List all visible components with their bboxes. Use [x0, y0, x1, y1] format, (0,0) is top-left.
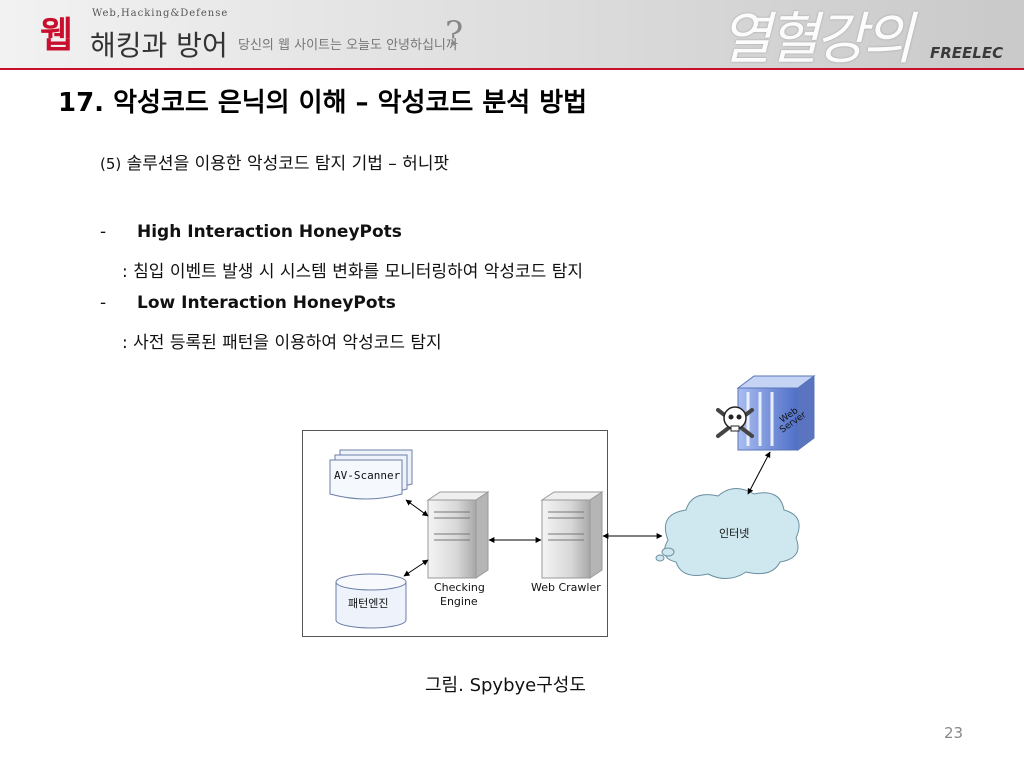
- page-number: 23: [944, 724, 964, 742]
- internet-cloud-icon: [655, 488, 800, 579]
- figure-caption: 그림. Spybye구성도: [425, 675, 586, 696]
- web-server-label-line1: Web: [778, 406, 800, 426]
- logo-subtitle: Web,Hacking&Defense: [92, 8, 229, 19]
- publisher-logo: FREELEC: [930, 44, 1004, 62]
- brush-calligraphy: 열혈강의: [720, 7, 914, 68]
- logo-web-mark: 웹: [40, 15, 73, 56]
- subtitle-text: 솔루션을 이용한 악성코드 탐지 기법 – 허니팟: [126, 154, 450, 174]
- skull-crossbones-icon: [716, 406, 754, 438]
- item-desc-high: : 침입 이벤트 발생 시 시스템 변화를 모니터링하여 악성코드 탐지: [122, 262, 584, 282]
- logo-title: 해킹과 방어: [90, 29, 228, 62]
- web-server-label-line2: Server: [778, 410, 808, 435]
- internet-label: 인터넷: [719, 527, 749, 540]
- header-banner: 웹 Web,Hacking&Defense 해킹과 방어 당신의 웹 사이트는 …: [0, 0, 1024, 68]
- item-heading-high: High Interaction HoneyPots: [137, 222, 402, 242]
- slide-title: 17. 악성코드 은닉의 이해 – 악성코드 분석 방법: [58, 88, 588, 118]
- item-heading-low: Low Interaction HoneyPots: [137, 293, 396, 313]
- bullet-dash: -: [100, 222, 107, 242]
- web-server-rack-icon: [736, 375, 816, 451]
- slide-subtitle: (5) 솔루션을 이용한 악성코드 탐지 기법 – 허니팟: [100, 149, 449, 174]
- spybye-diagram-frame: [302, 430, 608, 637]
- question-mark-glyph: ?: [445, 14, 464, 54]
- item-desc-low: : 사전 등록된 패턴을 이용하여 악성코드 탐지: [122, 333, 442, 353]
- bullet-dash: -: [100, 293, 107, 313]
- banner-divider: [0, 68, 1024, 70]
- subtitle-number: (5): [100, 155, 122, 173]
- banner-tagline: 당신의 웹 사이트는 오늘도 안녕하십니까: [238, 38, 458, 53]
